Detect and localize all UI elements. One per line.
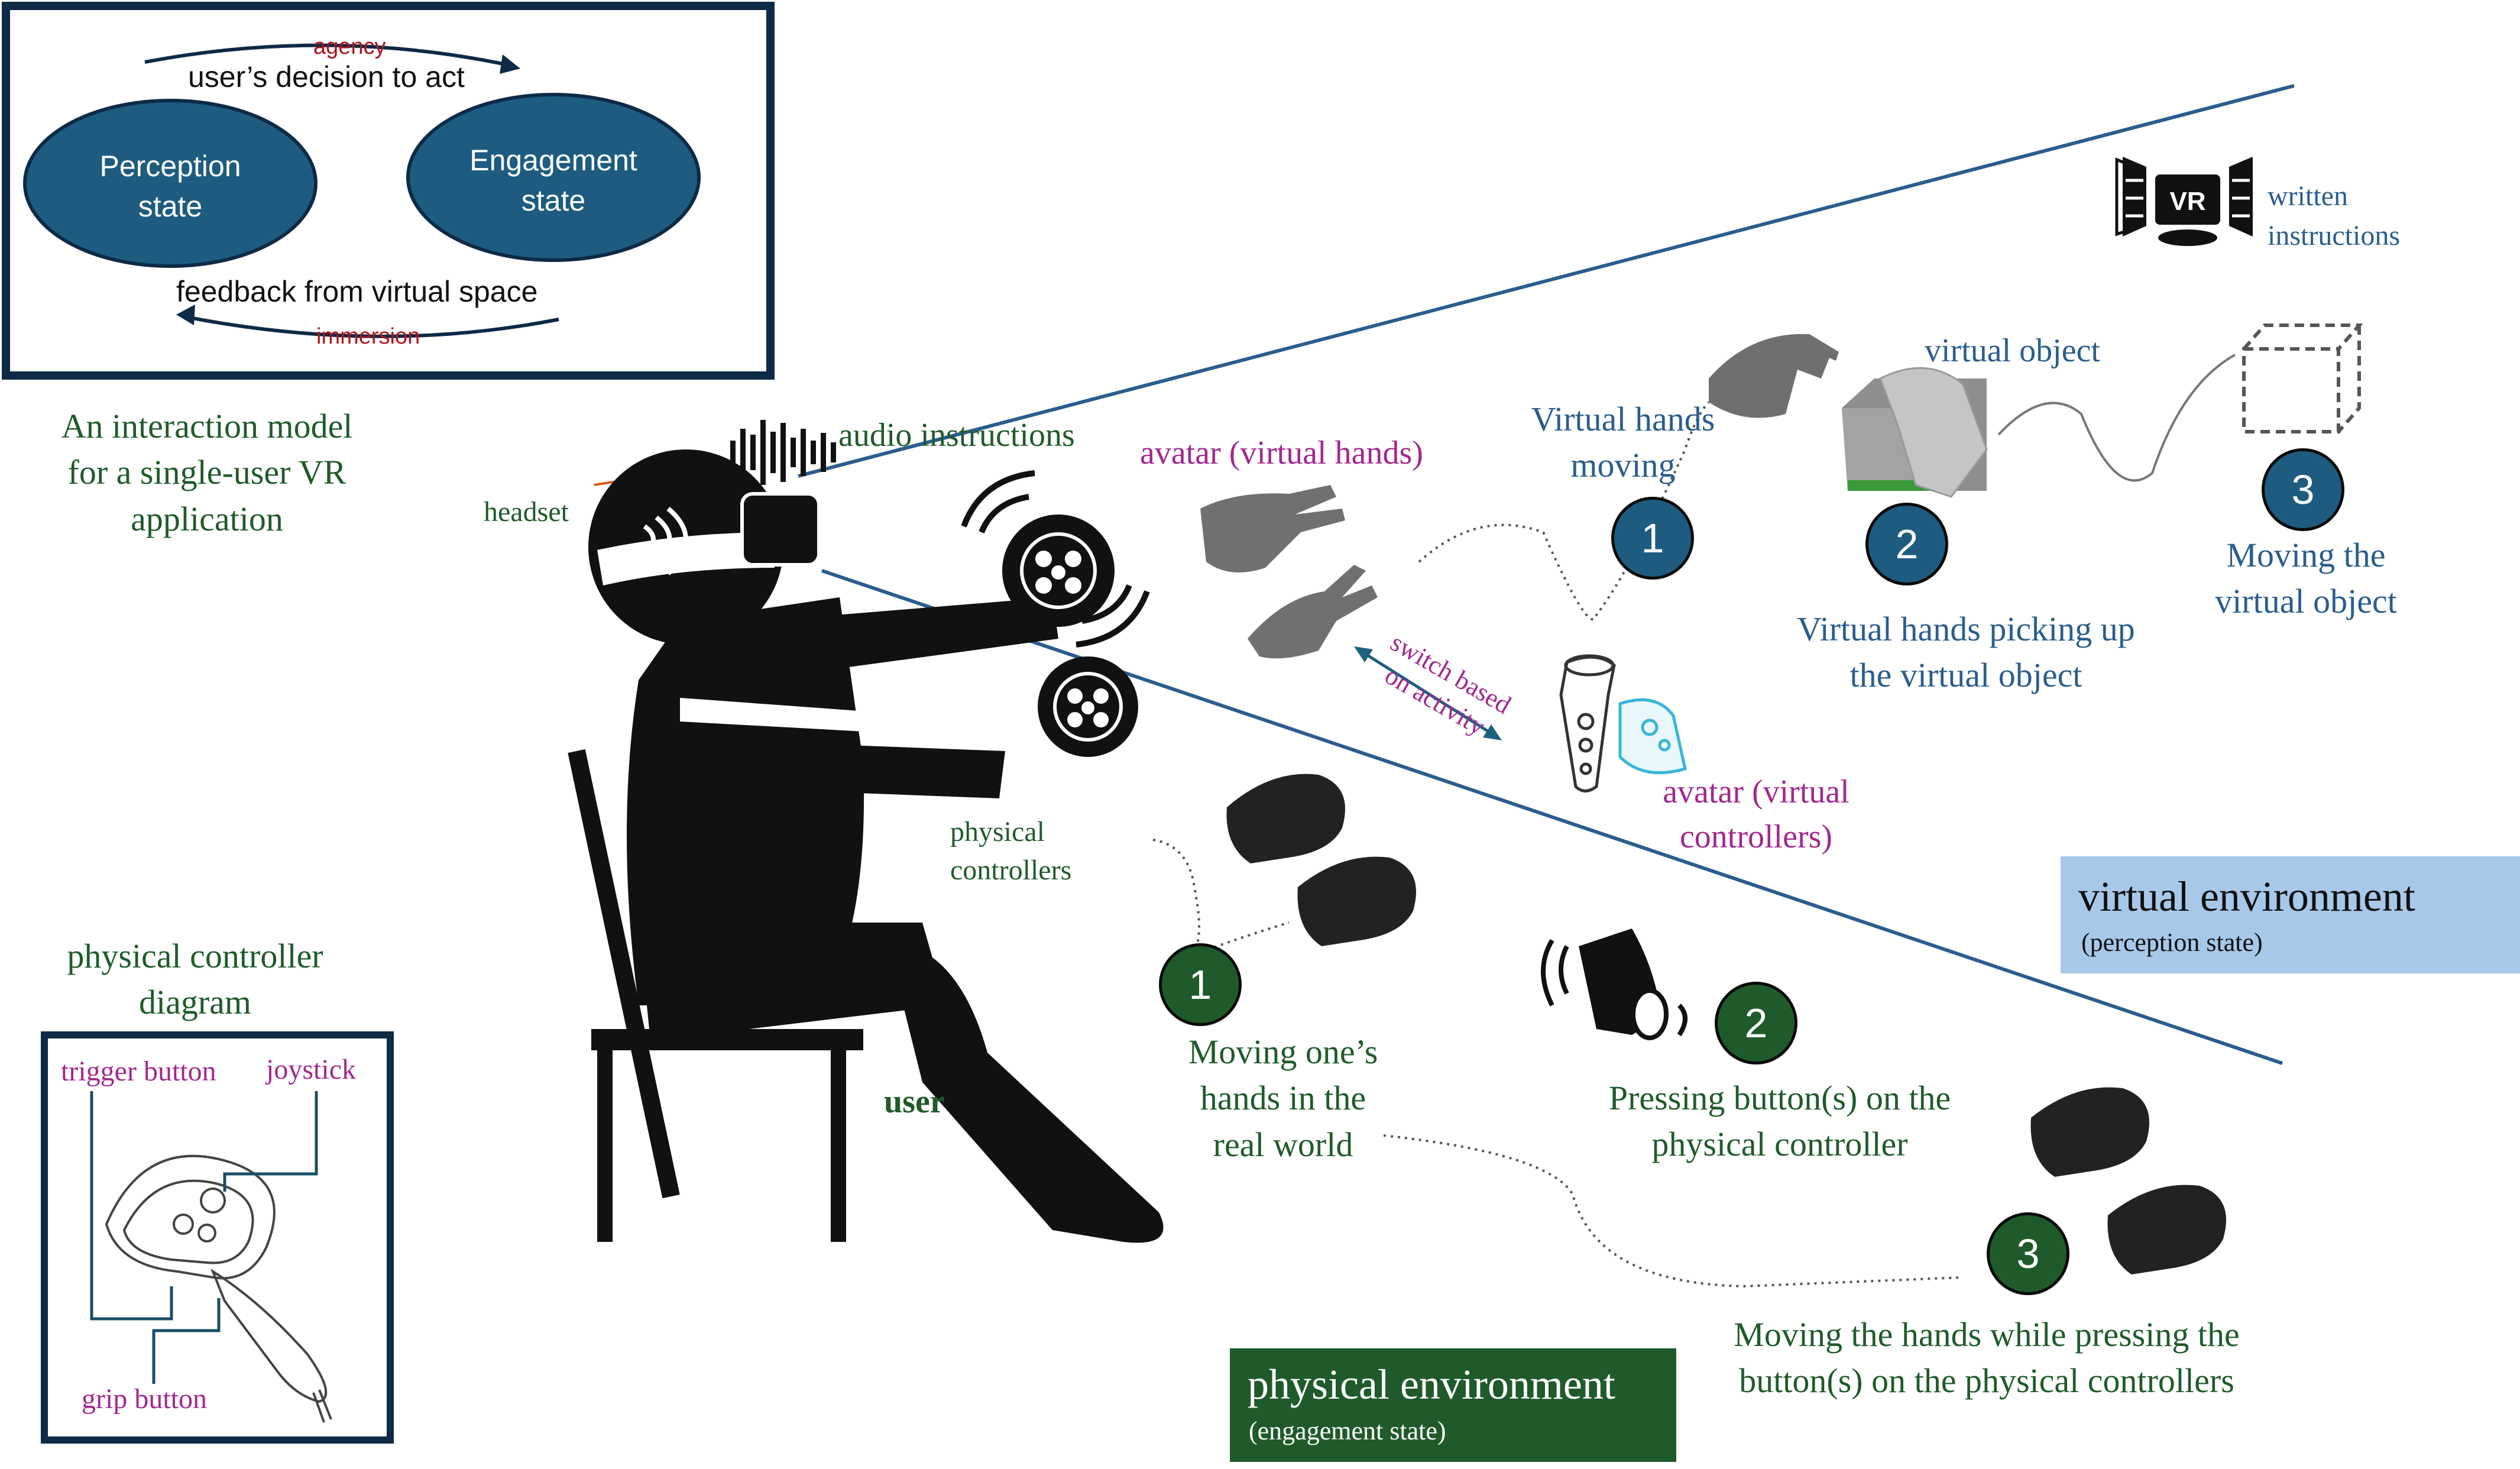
cube-outline-icon	[2242, 323, 2363, 433]
sound-wave-icon	[730, 420, 836, 485]
audio-instructions-label: audio instructions	[838, 417, 1075, 454]
controller-diagram-frame	[41, 1031, 394, 1444]
hand-press-icon	[1541, 928, 1687, 1040]
perception-state-ellipse	[23, 99, 318, 268]
interaction-model-caption: An interaction model for a single-user V…	[61, 407, 353, 538]
joystick-label: joystick	[266, 1054, 356, 1085]
virtual-path-object	[1997, 354, 2236, 482]
hand-grip-icon	[1226, 774, 2226, 1274]
svg-text:VR: VR	[2169, 187, 2205, 216]
physical-env-subtitle: (engagement state)	[1249, 1416, 1446, 1445]
avatar-hands-label: avatar (virtual hands)	[1140, 435, 1423, 471]
grip-button-label: grip button	[82, 1383, 207, 1415]
virtual-object	[1842, 367, 1988, 498]
virtual-hands-moving	[1709, 334, 1839, 418]
physical-step1-label: Moving one’s hands in the real world	[1188, 1033, 1378, 1164]
virtual-step1-badge: 1	[1611, 497, 1694, 580]
virtual-object-label: virtual object	[1925, 332, 2101, 369]
vr-headset-icon: VR	[2115, 157, 2253, 246]
agency-arrow	[144, 43, 515, 68]
controller-lower	[1038, 656, 1138, 757]
decision-to-act-label: user’s decision to act	[188, 60, 465, 93]
virtual-step2-label: Virtual hands picking up the virtual obj…	[1797, 610, 2135, 695]
virtual-step3-label: Moving the virtual object	[2215, 536, 2397, 621]
controller-diagram-title: physical controller diagram	[67, 937, 323, 1022]
switch-arrowhead-left	[1354, 646, 1373, 662]
agency-label: agency	[313, 34, 386, 59]
virtual-step2-badge: 2	[1865, 503, 1948, 585]
fov-top-line	[798, 84, 2295, 478]
virtual-env-box	[2061, 856, 2520, 973]
headset-label: headset	[484, 496, 569, 528]
user-figure	[568, 449, 1164, 1243]
physical-step3-badge: 3	[1987, 1212, 2069, 1295]
physical-step2-badge: 2	[1715, 982, 1797, 1064]
switch-arrowhead-right	[1483, 724, 1502, 740]
immersion-label: immersion	[316, 324, 420, 349]
controller-callouts	[90, 1091, 318, 1384]
feedback-label: feedback from virtual space	[176, 275, 538, 308]
immersion-arrowhead	[176, 305, 195, 325]
fov-bottom-line	[821, 569, 2283, 1065]
physical-path-dotted-1	[1152, 839, 1290, 959]
physical-path-dotted-2	[1383, 1134, 1964, 1288]
switch-arrow-line	[1359, 649, 1497, 738]
physical-env-title: physical environment	[1248, 1361, 1615, 1408]
physical-step3-label: Moving the hands while pressing the butt…	[1734, 1315, 2240, 1400]
agency-arrowhead	[500, 54, 520, 74]
controller-upper	[961, 470, 1150, 648]
avatar-controllers-label: avatar (virtual controllers)	[1663, 774, 1849, 855]
virtual-step1-label: Virtual hands moving	[1531, 400, 1715, 485]
virtual-env-title: virtual environment	[2078, 873, 2415, 920]
user-label: user	[884, 1083, 945, 1120]
physical-controllers-label: physical controllers	[950, 816, 1072, 886]
physical-step2-label: Pressing button(s) on the physical contr…	[1608, 1079, 1951, 1164]
vr-controller-icon	[1559, 654, 1687, 792]
physical-step1-badge: 1	[1159, 943, 1242, 1026]
physical-env-box	[1230, 1348, 1676, 1462]
written-instructions-label: written instructions	[2268, 180, 2400, 252]
engagement-state-ellipse	[406, 93, 701, 262]
controller-sketch	[105, 1154, 332, 1423]
virtual-env-subtitle: (perception state)	[2081, 928, 2263, 957]
immersion-arrow	[183, 315, 559, 338]
trigger-button-label: trigger button	[61, 1056, 216, 1087]
avatar-hands-icon	[1200, 485, 1378, 659]
virtual-step3-badge: 3	[2262, 448, 2344, 531]
virtual-path-dotted	[1418, 401, 1710, 621]
